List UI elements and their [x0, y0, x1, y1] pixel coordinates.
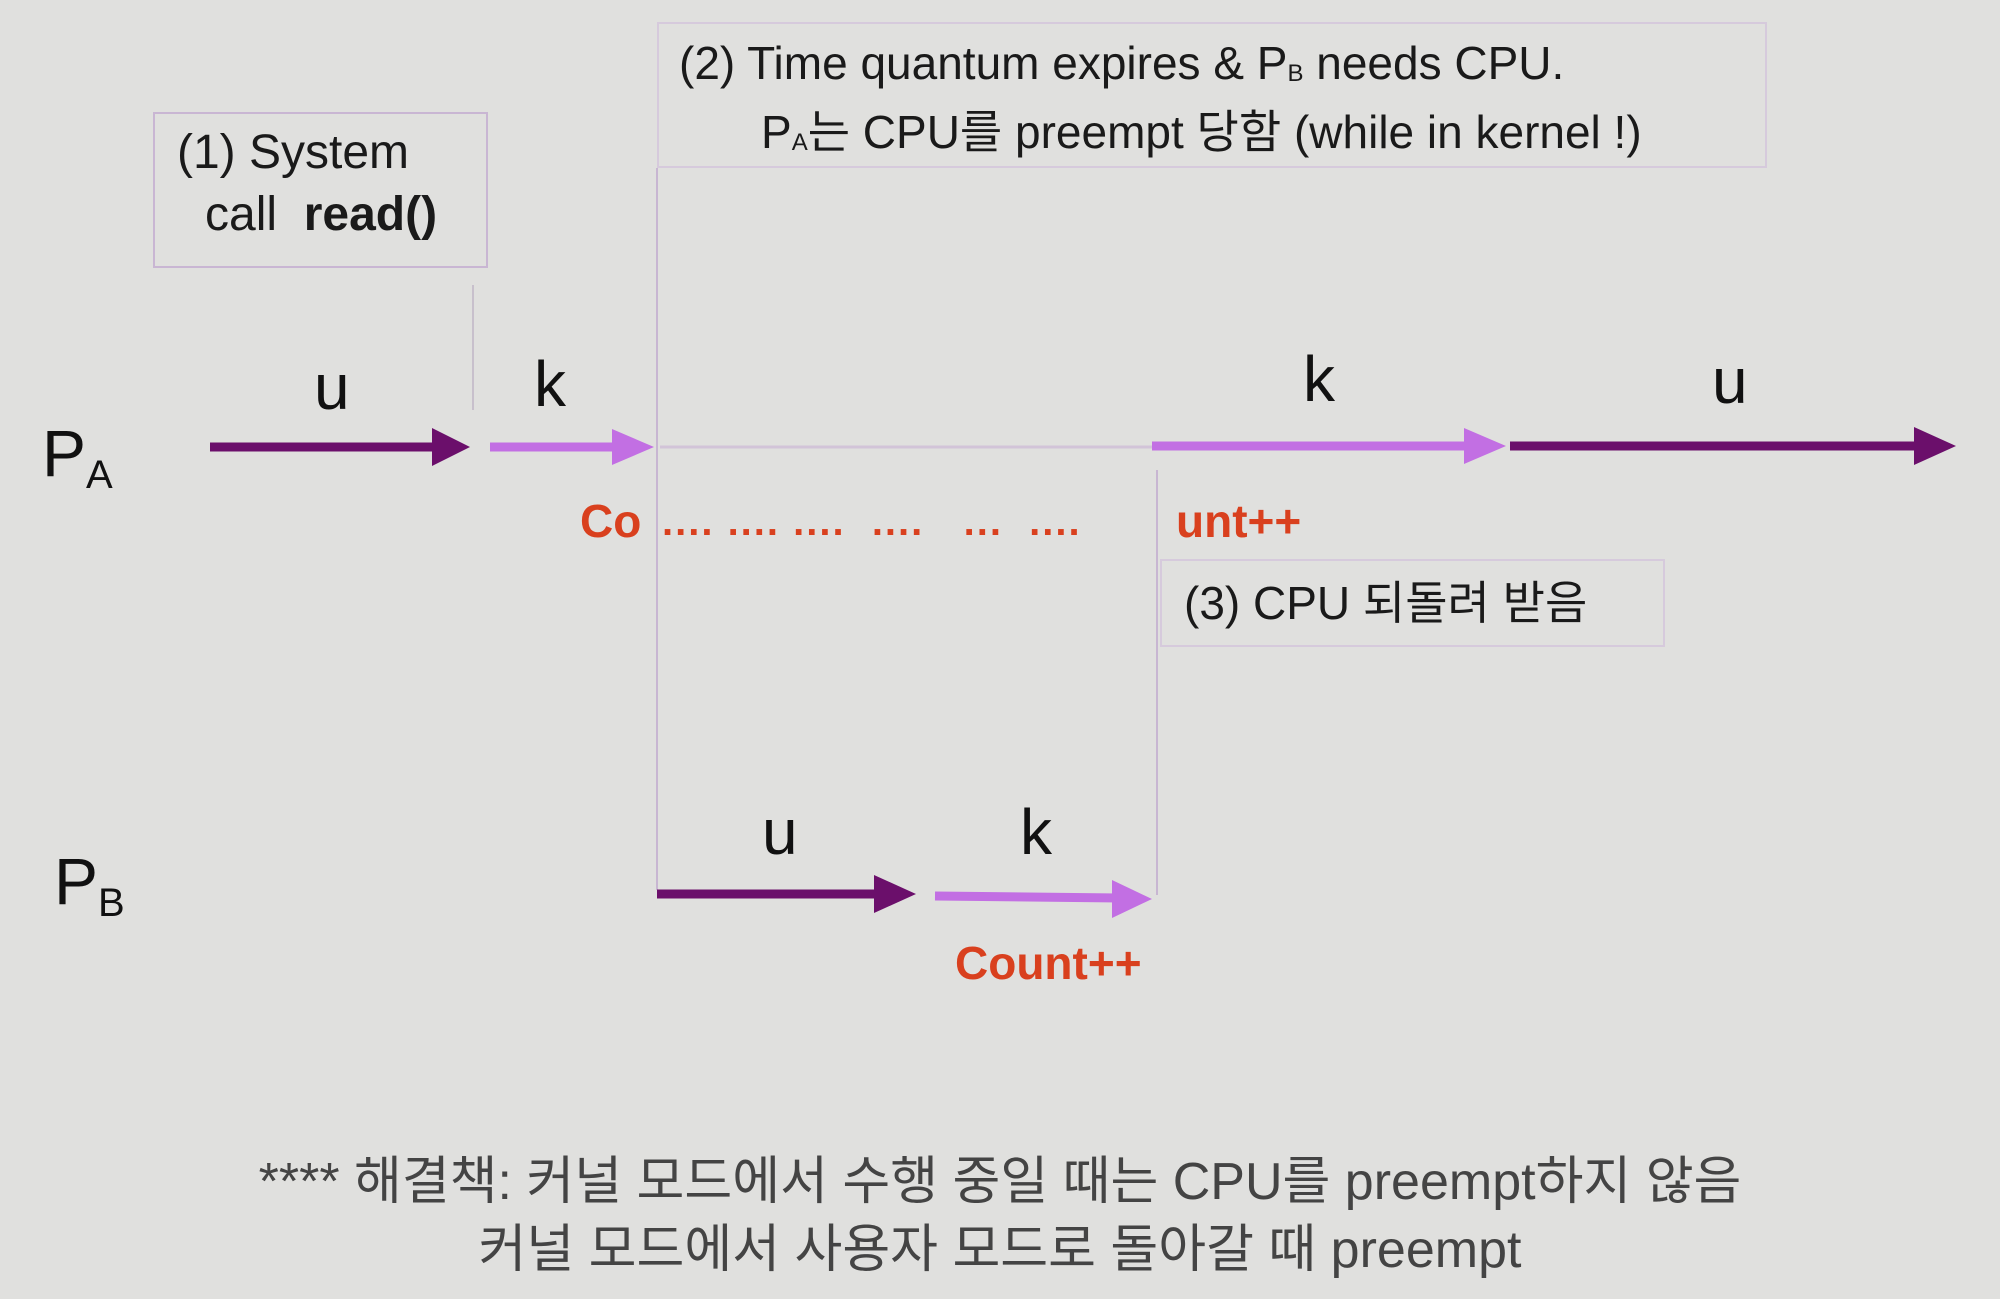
pb-arrow-u [657, 875, 916, 913]
preempt-line1-sub: B [1287, 60, 1304, 87]
preempt-line1-b: needs CPU. [1303, 37, 1565, 89]
preempt-line2-b: 는 CPU를 preempt 당함 (while in kernel !) [807, 106, 1642, 158]
preempt-line2-sub: A [791, 129, 808, 156]
preempt-box: (2) Time quantum expires & PB needs CPU.… [657, 22, 1767, 168]
pb-arrow-k [934, 880, 1152, 918]
pb-seg-u-label: u [762, 796, 798, 868]
pa-seg-k1-label: k [534, 348, 566, 420]
syscall-line2: call read() [177, 184, 486, 246]
count-pa-dots: .... .... .... .... ... .... [662, 500, 1082, 544]
syscall-line1: (1) System [177, 126, 410, 179]
preempt-line1-a: (2) Time quantum expires & P [679, 37, 1288, 89]
preempt-line1: (2) Time quantum expires & PB needs CPU. [679, 34, 1765, 103]
preempt-line2: PA는 CPU를 preempt 당함 (while in kernel !) [679, 103, 1765, 172]
pa-seg-k2-label: k [1303, 343, 1335, 415]
process-a-main: P [42, 416, 87, 490]
count-pa-start: Co [580, 495, 642, 547]
cpu-return-box: (3) CPU 되돌려 받음 [1160, 559, 1665, 647]
process-a-label: PA [42, 420, 113, 495]
pa-arrow-u2 [1510, 427, 1956, 465]
syscall-read: read() [303, 188, 438, 241]
process-b-sub: B [98, 881, 125, 925]
syscall-box: (1) System call read() [153, 112, 488, 268]
pa-seg-u1-label: u [314, 351, 350, 423]
pb-seg-k-label: k [1020, 796, 1052, 868]
pa-seg-u2-label: u [1712, 345, 1748, 417]
pa-arrow-k1 [490, 429, 654, 465]
footer-line1: **** 해결책: 커널 모드에서 수행 중일 때는 CPU를 preempt하… [258, 1153, 1742, 1211]
process-b-label: PB [54, 848, 125, 923]
syscall-call-word: call [205, 188, 278, 241]
count-pa-end: unt++ [1176, 495, 1302, 547]
count-pb-label: Count++ [955, 937, 1142, 989]
footer-line2: 커널 모드에서 사용자 모드로 돌아갈 때 preempt [478, 1221, 1522, 1279]
process-a-sub: A [86, 453, 113, 497]
preempt-line2-a: P [761, 106, 792, 158]
process-b-main: P [54, 844, 99, 918]
pa-arrow-k2 [1152, 428, 1506, 464]
pa-arrow-u1 [210, 428, 470, 466]
